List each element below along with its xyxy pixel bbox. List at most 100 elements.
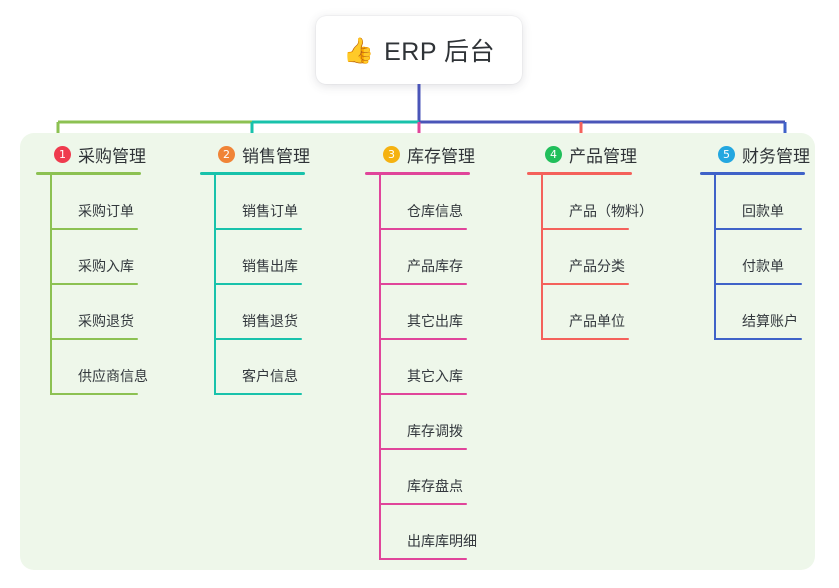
branch-header-3[interactable]: 3 库存管理 — [365, 141, 475, 167]
root-node[interactable]: 👍 ERP 后台 — [316, 16, 522, 84]
leaf-node-underline — [379, 503, 467, 505]
leaf-node-label: 库存调拨 — [407, 423, 463, 439]
leaf-node[interactable]: 结算账户 — [714, 285, 810, 340]
leaf-node[interactable]: 销售订单 — [214, 175, 310, 230]
leaf-node[interactable]: 产品库存 — [379, 230, 475, 285]
thumbs-up-icon: 👍 — [342, 35, 375, 65]
branch-underline — [365, 172, 470, 175]
branch-underline — [36, 172, 141, 175]
leaf-node-label: 销售订单 — [242, 203, 298, 219]
leaf-node-label: 销售出库 — [242, 258, 298, 274]
branch-column-3: 3 库存管理仓库信息产品库存其它出库其它入库库存调拨库存盘点出库库明细 — [365, 141, 477, 560]
branch-item-list: 采购订单采购入库采购退货供应商信息 — [36, 175, 148, 395]
branch-spine — [714, 175, 716, 340]
branch-title: 销售管理 — [242, 146, 310, 166]
leaf-node[interactable]: 库存盘点 — [379, 450, 475, 505]
leaf-node-label: 采购退货 — [78, 313, 134, 329]
leaf-node-underline — [714, 228, 802, 230]
leaf-node-underline — [541, 338, 629, 340]
branch-spine — [50, 175, 52, 395]
leaf-node-label: 付款单 — [742, 258, 784, 274]
leaf-node-underline — [50, 228, 138, 230]
branch-number-badge: 4 — [545, 145, 562, 163]
branch-spine — [541, 175, 543, 340]
leaf-node-label: 供应商信息 — [78, 368, 148, 384]
leaf-node-underline — [50, 338, 138, 340]
branch-header-4[interactable]: 4 产品管理 — [527, 141, 637, 167]
leaf-node-label: 出库库明细 — [407, 533, 477, 549]
leaf-node-underline — [541, 283, 629, 285]
leaf-node[interactable]: 产品单位 — [541, 285, 637, 340]
leaf-node[interactable]: 回款单 — [714, 175, 810, 230]
branch-title: 采购管理 — [78, 146, 146, 166]
leaf-node-underline — [379, 338, 467, 340]
leaf-node-label: 采购订单 — [78, 203, 134, 219]
leaf-node[interactable]: 产品分类 — [541, 230, 637, 285]
branch-column-5: 5 财务管理回款单付款单结算账户 — [700, 141, 810, 340]
branch-column-2: 2 销售管理销售订单销售出库销售退货客户信息 — [200, 141, 310, 395]
leaf-node-underline — [714, 338, 802, 340]
leaf-node-label: 产品单位 — [569, 313, 625, 329]
leaf-node-underline — [379, 393, 467, 395]
leaf-node-underline — [541, 228, 629, 230]
leaf-node[interactable]: 其它入库 — [379, 340, 475, 395]
leaf-node[interactable]: 其它出库 — [379, 285, 475, 340]
leaf-node[interactable]: 销售退货 — [214, 285, 310, 340]
leaf-node-label: 回款单 — [742, 203, 784, 219]
branch-item-list: 回款单付款单结算账户 — [700, 175, 810, 340]
leaf-node-label: 采购入库 — [78, 258, 134, 274]
leaf-node-label: 产品库存 — [407, 258, 463, 274]
root-node-label: ERP 后台 — [384, 38, 496, 66]
leaf-node-underline — [379, 558, 467, 560]
leaf-node[interactable]: 采购订单 — [50, 175, 146, 230]
leaf-node-underline — [214, 228, 302, 230]
leaf-node[interactable]: 付款单 — [714, 230, 810, 285]
branch-header-2[interactable]: 2 销售管理 — [200, 141, 310, 167]
leaf-node[interactable]: 采购退货 — [50, 285, 146, 340]
branch-number-badge: 5 — [718, 145, 735, 163]
branch-underline — [527, 172, 632, 175]
leaf-node-label: 结算账户 — [742, 313, 798, 329]
leaf-node-underline — [379, 448, 467, 450]
leaf-node-underline — [214, 338, 302, 340]
leaf-node-underline — [50, 393, 138, 395]
branch-column-4: 4 产品管理产品（物料） 产品分类产品单位 — [527, 141, 653, 340]
root-node-content: 👍 ERP 后台 — [343, 32, 495, 68]
branch-item-list: 产品（物料） 产品分类产品单位 — [527, 175, 653, 340]
branch-spine — [214, 175, 216, 395]
branch-header-1[interactable]: 1 采购管理 — [36, 141, 146, 167]
branch-column-1: 1 采购管理采购订单采购入库采购退货供应商信息 — [36, 141, 148, 395]
leaf-node[interactable]: 供应商信息 — [50, 340, 148, 395]
branch-header-5[interactable]: 5 财务管理 — [700, 141, 810, 167]
leaf-node[interactable]: 出库库明细 — [379, 505, 477, 560]
leaf-node[interactable]: 仓库信息 — [379, 175, 475, 230]
leaf-node-label: 产品（物料） — [569, 203, 653, 219]
leaf-node-label: 客户信息 — [242, 368, 298, 384]
leaf-node[interactable]: 产品（物料） — [541, 175, 653, 230]
branch-underline — [700, 172, 805, 175]
leaf-node-underline — [214, 393, 302, 395]
leaf-node-underline — [714, 283, 802, 285]
leaf-node-label: 仓库信息 — [407, 203, 463, 219]
leaf-node[interactable]: 客户信息 — [214, 340, 310, 395]
leaf-node-underline — [214, 283, 302, 285]
leaf-node-label: 库存盘点 — [407, 478, 463, 494]
leaf-node[interactable]: 库存调拨 — [379, 395, 475, 450]
branch-item-list: 销售订单销售出库销售退货客户信息 — [200, 175, 310, 395]
leaf-node-underline — [379, 228, 467, 230]
leaf-node-underline — [50, 283, 138, 285]
leaf-node[interactable]: 销售出库 — [214, 230, 310, 285]
branch-number-badge: 2 — [218, 145, 235, 163]
branch-underline — [200, 172, 305, 175]
leaf-node-label: 其它出库 — [407, 313, 463, 329]
leaf-node[interactable]: 采购入库 — [50, 230, 146, 285]
branch-title: 财务管理 — [742, 146, 810, 166]
branch-title: 产品管理 — [569, 146, 637, 166]
branch-title: 库存管理 — [407, 146, 475, 166]
leaf-node-label: 销售退货 — [242, 313, 298, 329]
branch-number-badge: 3 — [383, 145, 400, 163]
branch-item-list: 仓库信息产品库存其它出库其它入库库存调拨库存盘点出库库明细 — [365, 175, 477, 560]
branch-number-badge: 1 — [54, 145, 71, 163]
branches-panel — [20, 133, 815, 570]
